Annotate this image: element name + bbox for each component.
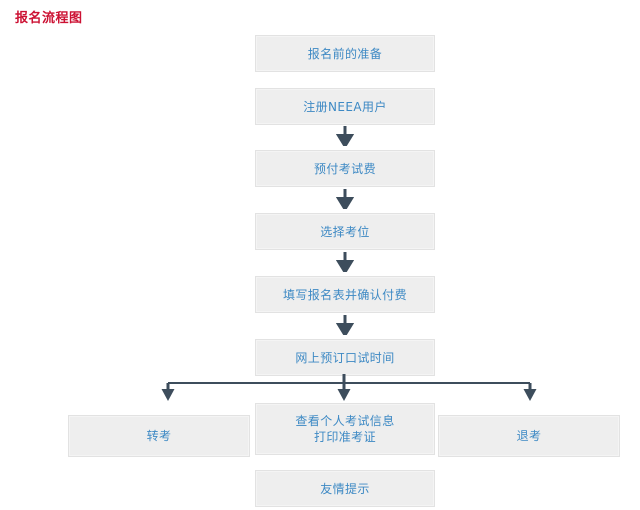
flow-node-label: 查看个人考试信息 打印准考证 [295, 414, 395, 444]
flow-node-label: 报名前的准备 [307, 46, 383, 61]
flow-node-step-4[interactable]: 选择考位 [255, 213, 435, 250]
flow-node-branch-center[interactable]: 查看个人考试信息 打印准考证 [255, 403, 435, 455]
flow-node-step-5[interactable]: 填写报名表并确认付费 [255, 276, 435, 313]
flow-node-footer-note[interactable]: 友情提示 [255, 470, 435, 507]
flow-node-label: 预付考试费 [313, 161, 376, 176]
flow-node-step-6[interactable]: 网上预订口试时间 [255, 339, 435, 376]
flow-node-label: 网上预订口试时间 [295, 350, 395, 365]
flow-node-branch-left[interactable]: 转考 [68, 415, 250, 457]
down-arrow-icon [336, 315, 354, 335]
flow-node-step-1[interactable]: 报名前的准备 [255, 35, 435, 72]
flow-node-step-3[interactable]: 预付考试费 [255, 150, 435, 187]
flow-node-label: 转考 [146, 429, 172, 443]
flow-node-label: 选择考位 [320, 224, 370, 239]
flow-node-label: 注册NEEA用户 [303, 99, 387, 114]
page-title: 报名流程图 [15, 11, 83, 26]
flow-node-label: 填写报名表并确认付费 [282, 287, 407, 302]
flow-node-label: 友情提示 [320, 481, 370, 496]
flow-node-branch-right[interactable]: 退考 [438, 415, 620, 457]
down-arrow-icon [336, 126, 354, 146]
flow-node-label: 退考 [516, 429, 542, 443]
down-arrow-icon [336, 189, 354, 209]
down-arrow-icon [336, 252, 354, 272]
flow-node-step-2[interactable]: 注册NEEA用户 [255, 88, 435, 125]
branch-connector-icon [161, 374, 537, 401]
